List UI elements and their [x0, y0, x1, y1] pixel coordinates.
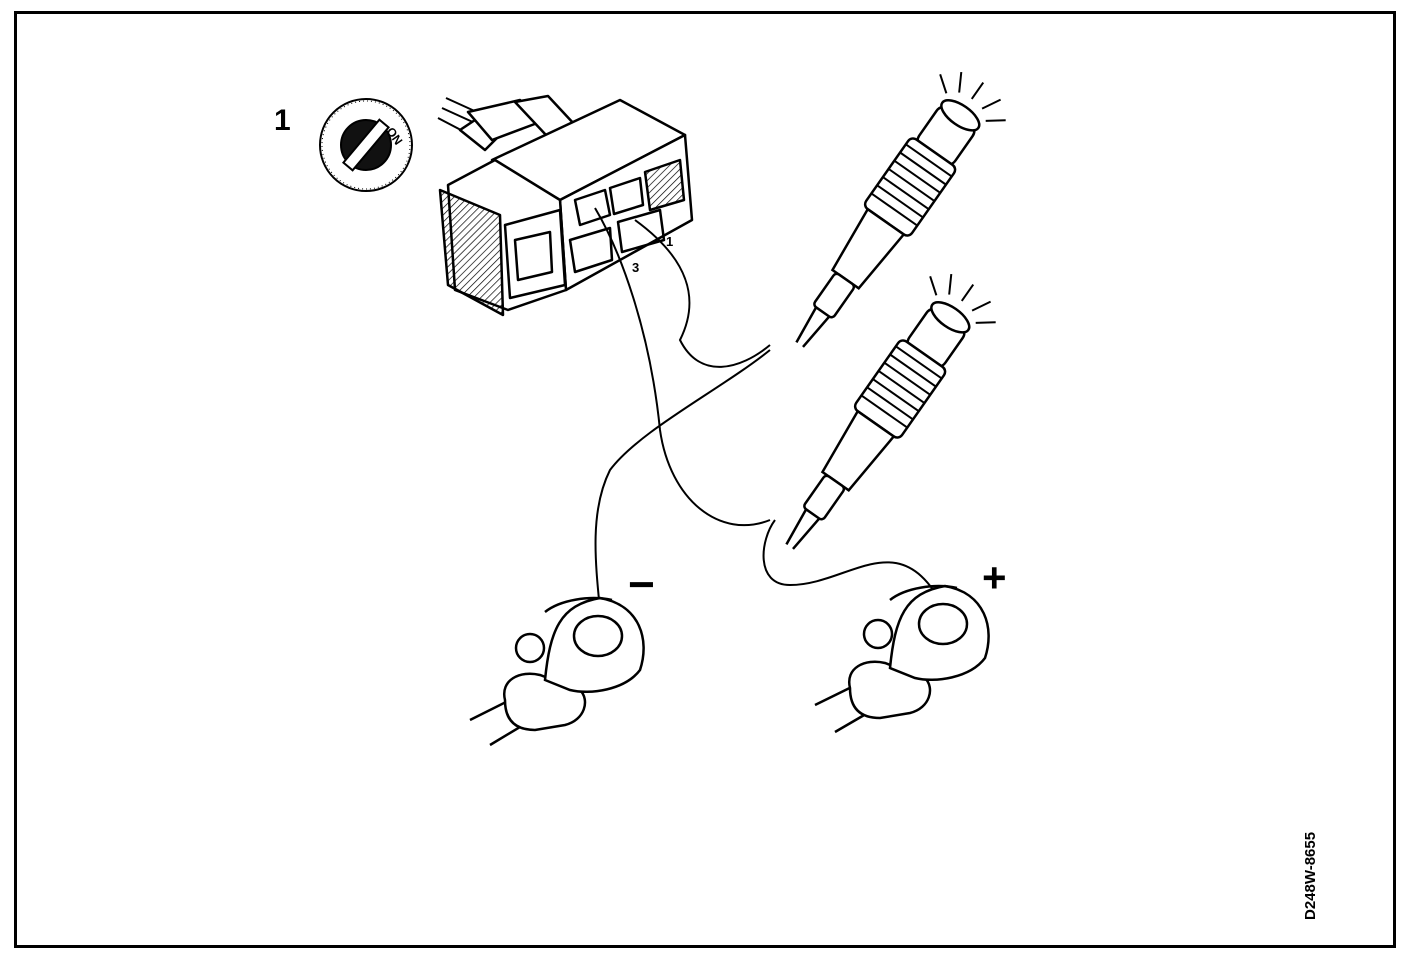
test-lamp-upper	[795, 71, 1006, 348]
test-wires	[594, 207, 946, 611]
positive-sign: +	[982, 554, 1007, 601]
figure-code: D248W-8655	[1302, 831, 1319, 920]
negative-sign: −	[628, 558, 655, 610]
battery-terminal-positive	[814, 584, 990, 734]
pin-1-label: 1	[666, 234, 673, 249]
step-number: 1	[274, 104, 291, 137]
pin-3-label: 3	[632, 260, 639, 275]
battery-terminal-negative	[469, 596, 645, 747]
diagram-frame	[14, 11, 1396, 948]
wiring-connector	[437, 94, 694, 317]
ignition-switch-on-icon: ON	[319, 98, 413, 192]
test-lamp-lower	[785, 273, 996, 550]
